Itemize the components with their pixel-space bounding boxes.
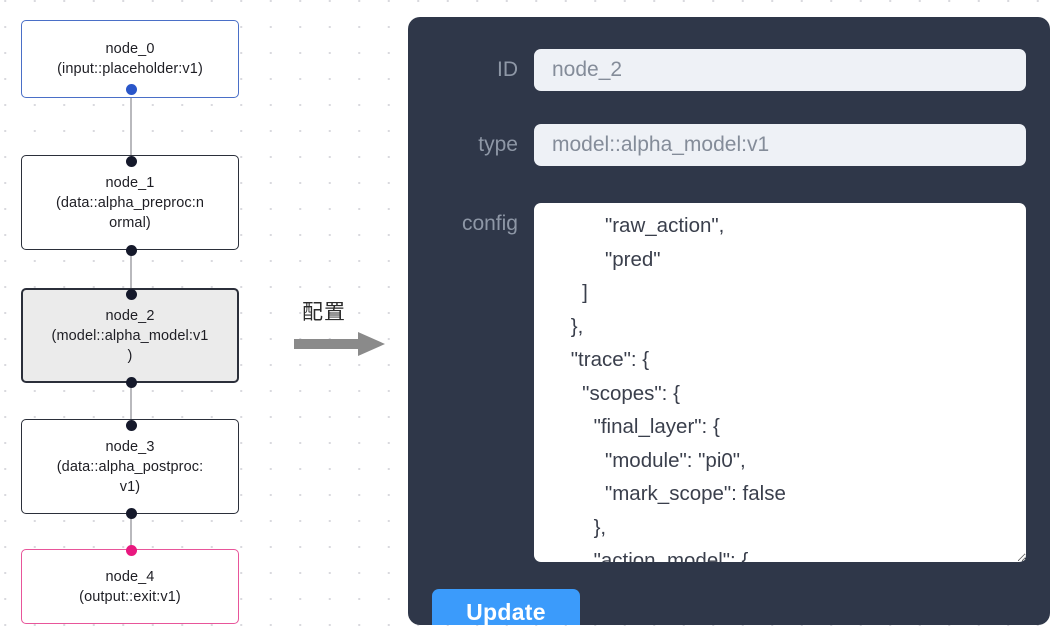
- graph-node-node_2[interactable]: node_2 (model::alpha_model:v1 ): [21, 288, 239, 383]
- id-field-label: ID: [497, 58, 518, 81]
- config-field-label: config: [461, 212, 518, 235]
- graph-edge: [130, 243, 133, 296]
- update-button[interactable]: Update: [432, 589, 580, 625]
- node-label: node_0 (input::placeholder:v1): [57, 41, 203, 77]
- node-port-output-node_1[interactable]: [125, 245, 137, 256]
- transition-arrow-group: 配置: [294, 296, 394, 358]
- node-port-output-node_0[interactable]: [125, 84, 137, 95]
- node-port-input-node_3[interactable]: [125, 420, 137, 431]
- node-port-input-node_4[interactable]: [125, 545, 137, 556]
- node-config-panel: ID type config "raw_action", "pred" ] },…: [408, 17, 1050, 625]
- graph-edge: [130, 376, 133, 426]
- arrow-right-icon: [294, 332, 385, 356]
- node-graph-canvas[interactable]: node_0 (input::placeholder:v1) node_1 (d…: [0, 0, 290, 643]
- field-row-id: ID: [408, 49, 1050, 91]
- node-port-input-node_1[interactable]: [125, 156, 137, 167]
- config-textarea[interactable]: "raw_action", "pred" ] }, "trace": { "sc…: [534, 203, 1026, 562]
- node-port-input-node_2[interactable]: [125, 289, 137, 300]
- id-input[interactable]: [534, 49, 1026, 91]
- graph-edge: [130, 507, 133, 557]
- node-label: node_2 (model::alpha_model:v1 ): [51, 307, 209, 364]
- field-row-config: config "raw_action", "pred" ] }, "trace"…: [408, 203, 1050, 562]
- node-port-output-node_3[interactable]: [125, 508, 137, 519]
- type-input[interactable]: [534, 124, 1026, 166]
- graph-node-node_0[interactable]: node_0 (input::placeholder:v1): [21, 20, 239, 98]
- graph-node-node_3[interactable]: node_3 (data::alpha_postproc: v1): [21, 419, 239, 514]
- graph-edge: [130, 90, 133, 162]
- field-row-type: type: [408, 124, 1050, 166]
- node-label: node_3 (data::alpha_postproc: v1): [56, 438, 204, 495]
- graph-node-node_4[interactable]: node_4 (output::exit:v1): [21, 549, 239, 624]
- node-label: node_4 (output::exit:v1): [79, 568, 181, 605]
- node-port-output-node_2[interactable]: [125, 377, 137, 388]
- arrow-caption: 配置: [302, 300, 346, 324]
- type-field-label: type: [478, 133, 518, 156]
- graph-node-node_1[interactable]: node_1 (data::alpha_preproc:n ormal): [21, 155, 239, 250]
- node-label: node_1 (data::alpha_preproc:n ormal): [55, 174, 205, 231]
